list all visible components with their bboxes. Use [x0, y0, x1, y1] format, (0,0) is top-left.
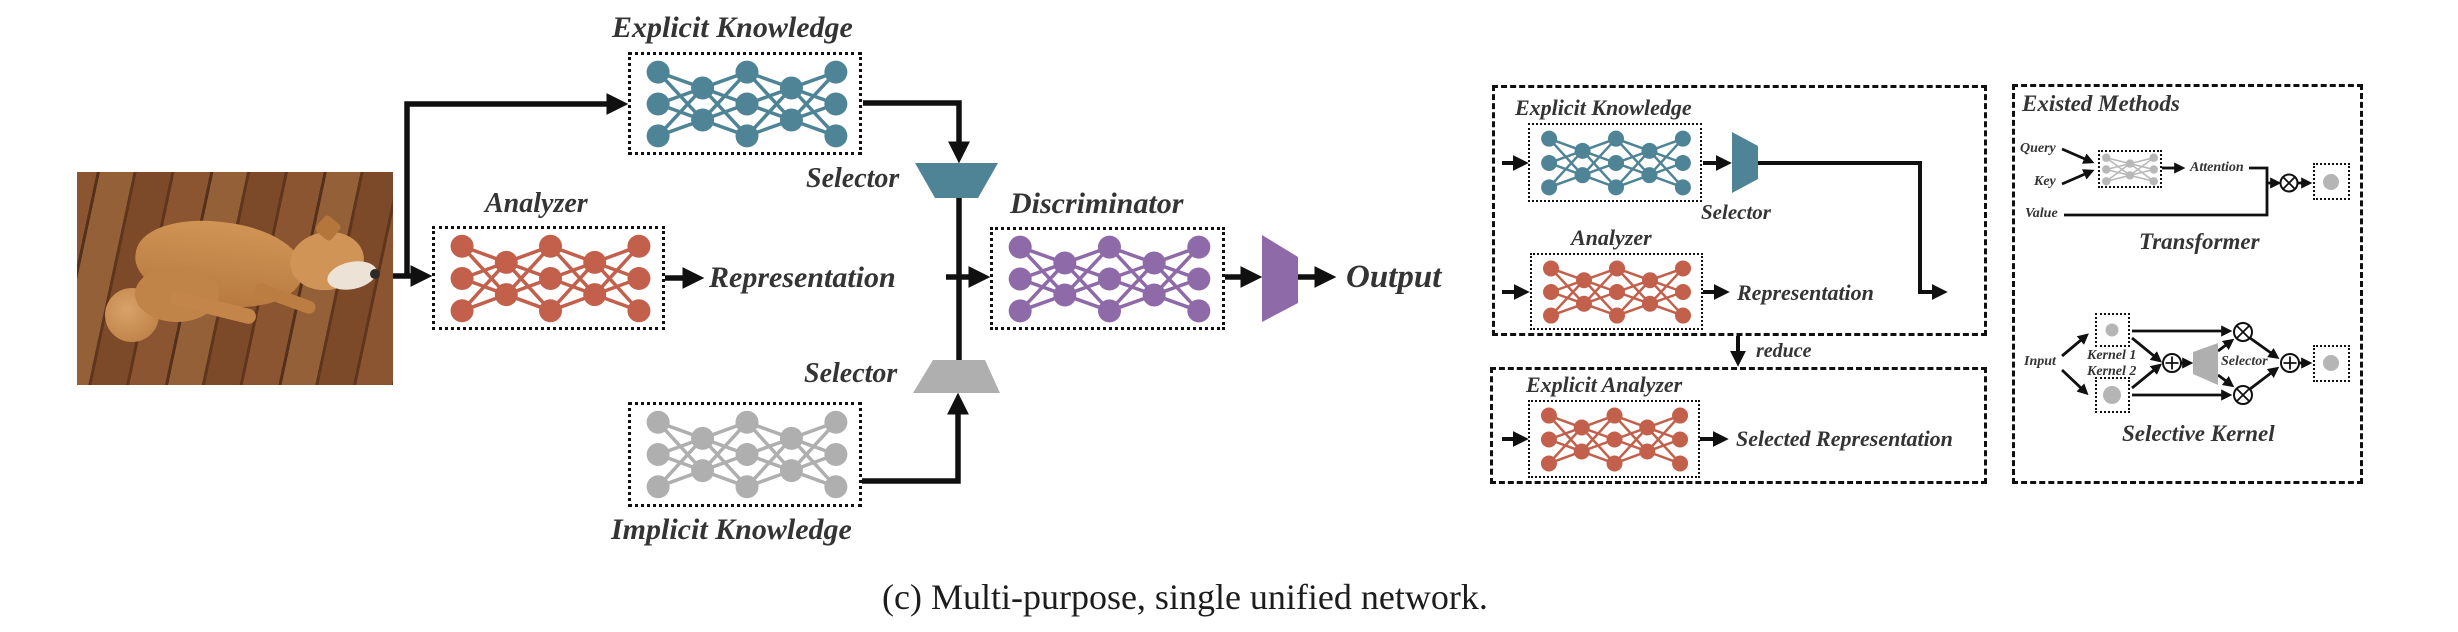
arrow-implicit-to-selector — [862, 392, 969, 484]
analyzer-box — [432, 226, 665, 330]
sk-multiply-op-bottom — [2233, 385, 2253, 405]
output-label: Output — [1346, 259, 1442, 295]
existed-methods-title: Existed Methods — [2022, 91, 2180, 116]
selected-representation-label: Selected Representation — [1736, 426, 1953, 451]
analyzer-label: Analyzer — [485, 188, 588, 219]
arrow-input-kernel1 — [2061, 333, 2089, 358]
implicit-knowledge-box — [628, 402, 862, 507]
transformer-label: Transformer — [2139, 229, 2260, 254]
line-kernel1-add — [2131, 336, 2163, 363]
sk-output-box — [2313, 345, 2350, 382]
discriminator-box — [990, 227, 1225, 330]
input-image — [77, 172, 393, 385]
selector-trapezoid-bottom — [913, 360, 1000, 393]
representation-label: Representation — [709, 261, 896, 294]
existed-methods-panel — [2012, 84, 2363, 484]
explicit-analyzer-panel — [1490, 367, 1987, 484]
selector-panel-label: Selector — [1701, 200, 1771, 224]
query-label: Query — [2020, 141, 2056, 156]
arrow-explicit-to-selector — [863, 100, 970, 164]
arrow-selector-top — [2217, 338, 2235, 353]
sk-selector-label: Selector — [2221, 354, 2268, 369]
explicit-knowledge-box-panel — [1528, 123, 1702, 202]
line-selector-merge-panel — [1758, 161, 1948, 300]
transformer-multiply-op — [2279, 173, 2299, 193]
explicit-analyzer-label: Explicit Analyzer — [1526, 372, 1683, 397]
figure-caption: (c) Multi-purpose, single unified networ… — [882, 577, 1488, 617]
input-label: Input — [2024, 354, 2056, 369]
transformer-output-dot — [2323, 174, 2339, 190]
discriminator-label: Discriminator — [1010, 187, 1184, 220]
selector-trapezoid-panel — [1732, 132, 1758, 193]
transformer-output-box — [2313, 163, 2350, 200]
attention-net-box — [2098, 150, 2162, 188]
explicit-knowledge-panel-label: Explicit Knowledge — [1515, 95, 1692, 120]
attention-label: Attention — [2190, 160, 2244, 175]
sk-add-op-left — [2162, 353, 2182, 373]
key-label: Key — [2034, 174, 2056, 189]
unified-network-panel — [1492, 85, 1987, 336]
line-attention-value — [2064, 166, 2269, 217]
kernel2-label: Kernel 2 — [2087, 364, 2137, 379]
dog-nose — [370, 269, 380, 279]
arrow-query — [2061, 147, 2095, 164]
selective-kernel-label: Selective Kernel — [2122, 421, 2275, 446]
sk-output-dot — [2323, 355, 2339, 371]
explicit-analyzer-box — [1528, 400, 1700, 478]
kernel1-label: Kernel 1 — [2087, 348, 2137, 363]
explicit-knowledge-box — [628, 52, 862, 155]
arrow-selector-bottom — [2217, 373, 2235, 388]
line-kernel2-add — [2131, 363, 2163, 390]
selector-bottom-label: Selector — [804, 358, 898, 389]
arrow-image-to-explicit — [404, 93, 629, 276]
sk-multiply-op-top — [2233, 322, 2253, 342]
arrow-key — [2061, 169, 2095, 186]
selector-trapezoid-top — [915, 163, 998, 198]
explicit-knowledge-label: Explicit Knowledge — [612, 11, 853, 44]
value-label: Value — [2025, 206, 2058, 221]
kernel1-dot — [2105, 323, 2119, 337]
arrow-multiply1-add — [2249, 336, 2280, 360]
neural-network-glyphs — [450, 60, 2158, 499]
selector-trapezoid-sk — [2193, 343, 2218, 385]
analyzer-box-panel — [1530, 253, 1703, 330]
reduce-label: reduce — [1756, 340, 1812, 362]
output-trapezoid — [1262, 235, 1298, 322]
kernel2-box — [2095, 377, 2130, 413]
sk-add-op-right — [2280, 353, 2300, 373]
selector-top-label: Selector — [806, 163, 900, 194]
implicit-knowledge-label: Implicit Knowledge — [611, 513, 852, 546]
kernel2-dot — [2103, 386, 2121, 404]
arrow-multiply2-add — [2249, 366, 2280, 391]
analyzer-panel-label: Analyzer — [1571, 225, 1652, 250]
kernel1-box — [2095, 313, 2130, 347]
arrow-input-kernel2 — [2061, 368, 2089, 396]
representation-panel-label: Representation — [1737, 280, 1874, 305]
